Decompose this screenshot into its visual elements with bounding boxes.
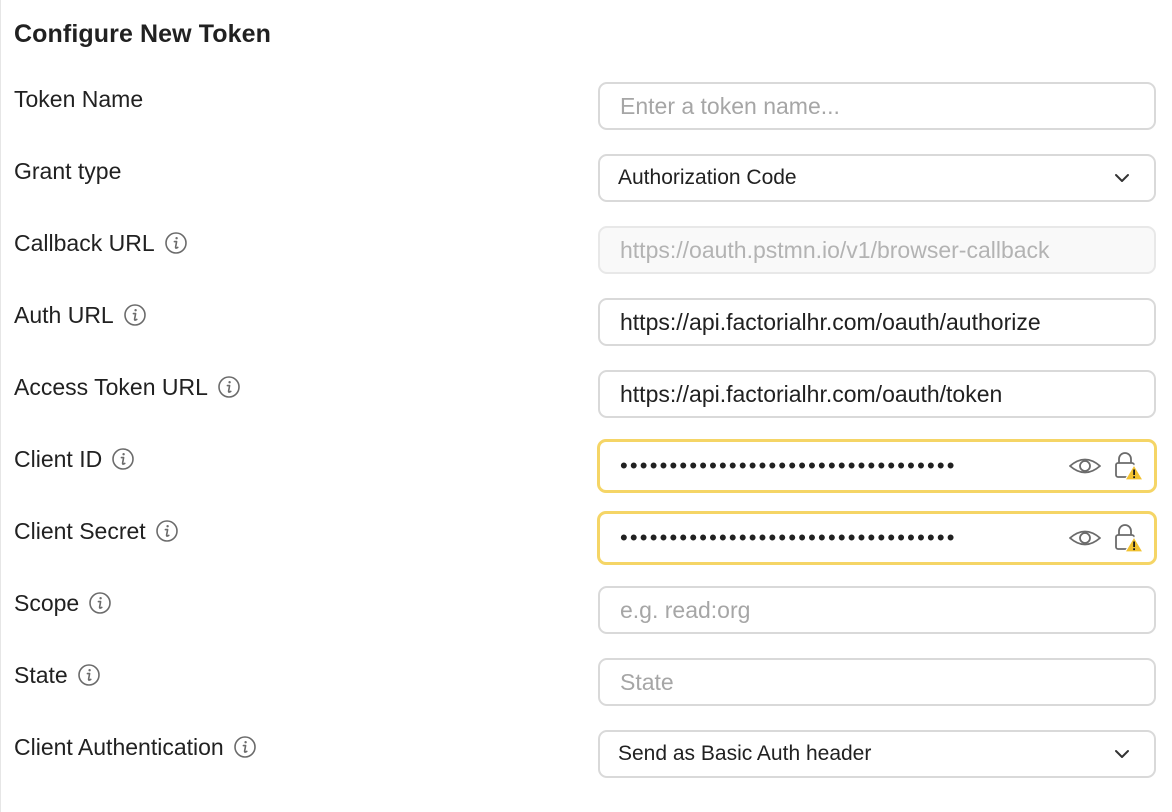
state-input[interactable]: State [598, 658, 1156, 706]
info-icon[interactable] [155, 519, 179, 543]
grant-type-value: Authorization Code [618, 166, 797, 189]
info-icon[interactable] [217, 375, 241, 399]
page-title: Configure New Token [14, 20, 272, 48]
eye-icon[interactable] [1068, 454, 1102, 478]
client-authentication-select[interactable]: Send as Basic Auth header [598, 730, 1156, 778]
client-id-masked-value: •••••••••••••••••••••••••••••••••• [620, 455, 957, 477]
auth-url-input[interactable]: https://api.factorialhr.com/oauth/author… [598, 298, 1156, 346]
info-icon[interactable] [164, 231, 188, 255]
grant-type-label: Grant type [14, 157, 122, 184]
scope-input[interactable]: e.g. read:org [598, 586, 1156, 634]
state-label: State [14, 661, 68, 688]
client-authentication-label: Client Authentication [14, 733, 224, 760]
token-name-placeholder: Enter a token name... [620, 92, 840, 119]
client-id-label: Client ID [14, 445, 103, 472]
state-row: State State [1, 658, 1172, 708]
chevron-down-icon [1112, 744, 1132, 764]
client-secret-label: Client Secret [14, 517, 146, 544]
token-name-row: Token Name Enter a token name... [1, 82, 1172, 132]
callback-url-input: https://oauth.pstmn.io/v1/browser-callba… [598, 226, 1156, 274]
auth-url-value: https://api.factorialhr.com/oauth/author… [620, 308, 1041, 335]
state-placeholder: State [620, 668, 674, 695]
callback-url-row: Callback URL https://oauth.pstmn.io/v1/b… [1, 226, 1172, 276]
info-icon[interactable] [111, 447, 135, 471]
info-icon[interactable] [123, 303, 147, 327]
grant-type-row: Grant type Authorization Code [1, 154, 1172, 204]
client-secret-input[interactable]: •••••••••••••••••••••••••••••••••• [597, 511, 1157, 565]
access-token-url-row: Access Token URL https://api.factorialhr… [1, 370, 1172, 420]
client-id-row: Client ID ••••••••••••••••••••••••••••••… [1, 439, 1172, 493]
lock-warning-icon[interactable] [1112, 450, 1144, 482]
lock-warning-icon[interactable] [1112, 522, 1144, 554]
scope-label: Scope [14, 589, 80, 616]
callback-url-label: Callback URL [14, 229, 155, 256]
auth-url-row: Auth URL https://api.factorialhr.com/oau… [1, 298, 1172, 348]
client-authentication-value: Send as Basic Auth header [618, 742, 872, 765]
info-icon[interactable] [233, 735, 257, 759]
client-secret-masked-value: •••••••••••••••••••••••••••••••••• [620, 527, 957, 549]
client-id-input[interactable]: •••••••••••••••••••••••••••••••••• [597, 439, 1157, 493]
info-icon[interactable] [77, 663, 101, 687]
grant-type-select[interactable]: Authorization Code [598, 154, 1156, 202]
access-token-url-value: https://api.factorialhr.com/oauth/token [620, 380, 1003, 407]
auth-url-label: Auth URL [14, 301, 114, 328]
eye-icon[interactable] [1068, 526, 1102, 550]
chevron-down-icon [1112, 168, 1132, 188]
client-secret-row: Client Secret ••••••••••••••••••••••••••… [1, 511, 1172, 565]
access-token-url-label: Access Token URL [14, 373, 208, 400]
access-token-url-input[interactable]: https://api.factorialhr.com/oauth/token [598, 370, 1156, 418]
info-icon[interactable] [88, 591, 112, 615]
token-name-label: Token Name [14, 85, 144, 112]
scope-row: Scope e.g. read:org [1, 586, 1172, 636]
token-name-input[interactable]: Enter a token name... [598, 82, 1156, 130]
scope-placeholder: e.g. read:org [620, 596, 751, 623]
client-authentication-row: Client Authentication Send as Basic Auth… [1, 730, 1172, 780]
callback-url-value: https://oauth.pstmn.io/v1/browser-callba… [620, 236, 1050, 263]
